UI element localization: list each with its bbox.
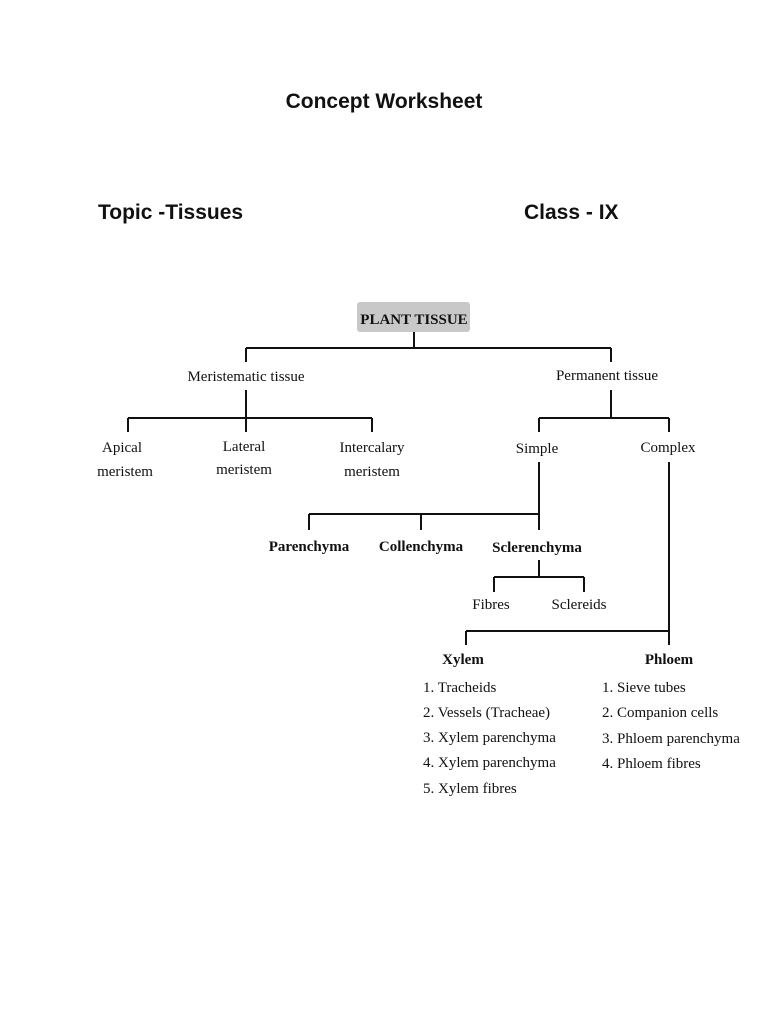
xylem-item: 3. Xylem parenchyma (423, 730, 556, 746)
xylem-item: 1. Tracheids (423, 680, 497, 696)
lateral-meristem-label-2: meristem (216, 462, 272, 478)
parenchyma-label: Parenchyma (269, 539, 350, 555)
phloem-item: 2. Companion cells (602, 705, 718, 721)
root-label: PLANT TISSUE (360, 312, 467, 328)
intercalary-meristem-label-2: meristem (344, 464, 400, 480)
collenchyma-label: Collenchyma (379, 539, 464, 555)
apical-meristem-label-1: Apical (102, 440, 142, 456)
page-title: Concept Worksheet (285, 90, 483, 113)
class-label: Class - IX (524, 201, 619, 224)
fibres-label: Fibres (472, 597, 510, 613)
xylem-item: 4. Xylem parenchyma (423, 755, 556, 771)
xylem-label: Xylem (442, 652, 484, 668)
simple-label: Simple (516, 441, 559, 457)
apical-meristem-label-2: meristem (97, 464, 153, 480)
topic-label: Topic -Tissues (98, 201, 244, 224)
phloem-label: Phloem (645, 652, 694, 668)
meristematic-tissue-label: Meristematic tissue (187, 369, 304, 385)
xylem-item: 5. Xylem fibres (423, 781, 517, 797)
lateral-meristem-label-1: Lateral (223, 439, 265, 455)
phloem-item: 1. Sieve tubes (602, 680, 686, 696)
phloem-item: 3. Phloem parenchyma (602, 731, 740, 747)
intercalary-meristem-label-1: Intercalary (340, 440, 405, 456)
permanent-tissue-label: Permanent tissue (556, 368, 658, 384)
sclerenchyma-label: Sclerenchyma (492, 540, 582, 556)
sclereids-label: Sclereids (552, 597, 607, 613)
complex-label: Complex (641, 440, 696, 456)
xylem-item: 2. Vessels (Tracheae) (423, 705, 550, 721)
phloem-item: 4. Phloem fibres (602, 756, 701, 772)
root-box (357, 302, 470, 332)
